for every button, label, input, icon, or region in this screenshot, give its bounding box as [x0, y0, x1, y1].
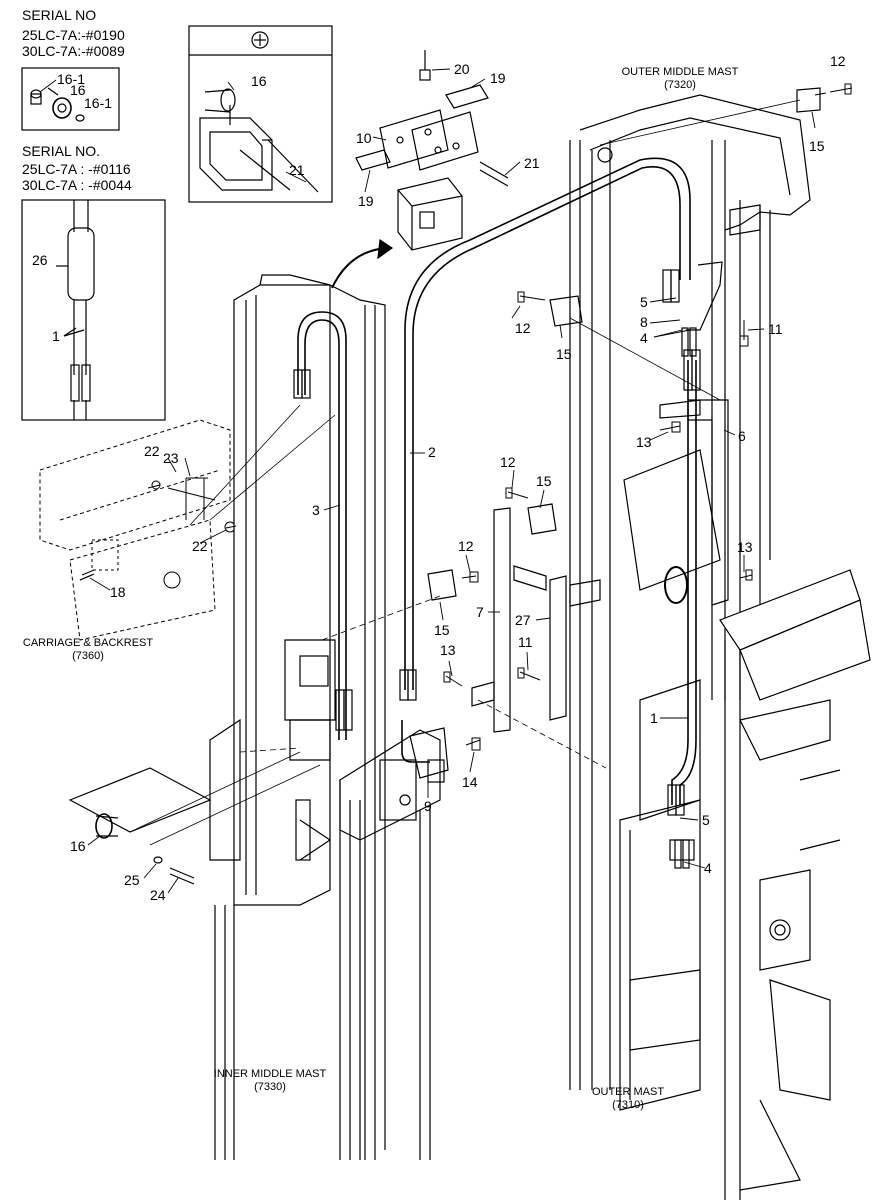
callout-14: 14	[462, 774, 478, 790]
callout-6: 6	[738, 428, 746, 444]
callout-12: 12	[515, 320, 531, 336]
callout-23: 23	[163, 450, 179, 466]
leader-lines	[39, 68, 827, 894]
callout-16: 16	[251, 73, 267, 89]
callout-7: 7	[476, 604, 484, 620]
outer-middle-mast-title: OUTER MIDDLE MAST (7320)	[621, 66, 739, 91]
callout-13: 13	[440, 642, 456, 658]
callout-12: 12	[458, 538, 474, 554]
callout-19: 19	[358, 193, 374, 209]
callout-25: 25	[124, 872, 140, 888]
callout-3: 3	[312, 502, 320, 518]
callout-8: 8	[640, 314, 648, 330]
callout-22: 22	[192, 538, 208, 554]
outer-mast-drawing	[619, 569, 871, 1200]
callout-11: 11	[518, 634, 533, 650]
inner-middle-mast-title: INNER MIDDLE MAST (7330)	[213, 1068, 327, 1093]
serial-line-25lc-1: 25LC-7A:-#0190	[22, 27, 125, 43]
callout-20: 20	[454, 61, 470, 77]
serial-line-30lc-2: 30LC-7A : -#0044	[22, 177, 132, 193]
callout-5: 5	[640, 294, 648, 310]
callout-12: 12	[830, 53, 846, 69]
callout-21: 21	[524, 155, 540, 171]
callout-10: 10	[356, 130, 372, 146]
callout-2: 2	[428, 444, 436, 460]
callout-15: 15	[536, 473, 552, 489]
callout-11: 11	[768, 321, 783, 337]
callout-4: 4	[640, 330, 648, 346]
serial-line-25lc-2: 25LC-7A : -#0116	[22, 161, 131, 177]
callout-13: 13	[737, 539, 753, 555]
callout-18: 18	[110, 584, 126, 600]
callout-27: 27	[515, 612, 531, 628]
hose-fittings-drawing	[293, 269, 701, 869]
inner-middle-mast-drawing	[209, 274, 386, 1160]
carriage-backrest-title: CARRIAGE & BACKREST (7360)	[22, 637, 154, 662]
callout-16-1: 16-1	[57, 71, 86, 87]
hose-sleeve-inset-drawing	[21, 199, 166, 421]
serial-heading-1: SERIAL NO	[22, 7, 97, 23]
callout-21: 21	[289, 162, 305, 178]
callout-1: 1	[650, 710, 658, 726]
hose-lines-drawing	[297, 157, 697, 805]
roller-inset-drawing	[21, 67, 120, 131]
callout-15: 15	[434, 622, 450, 638]
callout-1: 1	[52, 328, 60, 344]
callout-26: 26	[32, 252, 48, 268]
callout-16: 16	[70, 82, 86, 98]
callout-19: 19	[490, 70, 506, 86]
callout-4: 4	[704, 860, 712, 876]
centre-mast-drawing	[339, 729, 441, 1160]
callout-24: 24	[150, 887, 166, 903]
callout-16: 16	[70, 838, 86, 854]
serial-heading-2: SERIAL NO.	[22, 143, 101, 159]
bracket-inset-drawing	[188, 25, 333, 203]
serial-line-30lc-1: 30LC-7A:-#0089	[22, 43, 125, 59]
callout-15: 15	[809, 138, 825, 154]
bolt-parts-drawing	[79, 83, 853, 751]
bracket-exploded-drawing	[355, 50, 509, 251]
callout-22: 22	[144, 443, 160, 459]
callout-16-1: 16-1	[84, 95, 113, 111]
carriage-drawing	[39, 419, 236, 641]
outer-middle-mast-drawing	[569, 94, 811, 1090]
callout-9: 9	[424, 798, 432, 814]
outer-mast-title: OUTER MAST (7310)	[591, 1086, 665, 1111]
callout-13: 13	[636, 434, 652, 450]
callout-12: 12	[500, 454, 516, 470]
callout-5: 5	[702, 812, 710, 828]
callout-15: 15	[556, 346, 572, 362]
